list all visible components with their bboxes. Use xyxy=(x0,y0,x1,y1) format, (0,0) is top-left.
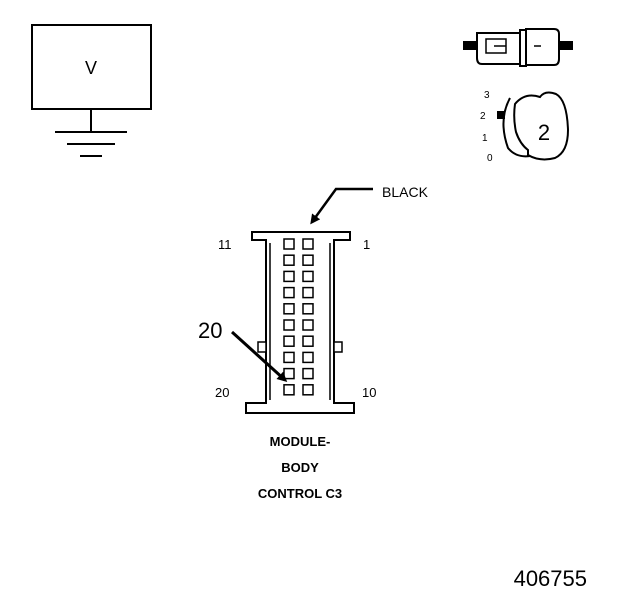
pin-cavity xyxy=(302,367,314,380)
pin-cavity xyxy=(283,335,295,347)
pin-cavity xyxy=(302,254,314,266)
pin-cavity xyxy=(302,238,314,250)
connector-body xyxy=(245,231,355,414)
figure-number: 406755 xyxy=(514,566,587,591)
pin-cavity xyxy=(283,270,295,283)
pin-label-top-right: 1 xyxy=(363,237,370,252)
pin-cavity xyxy=(302,303,314,315)
pin-cavity xyxy=(302,384,314,396)
connector-side-view-icon xyxy=(463,28,573,67)
connector-name-line-1: MODULE- xyxy=(270,434,331,449)
pin-cavity xyxy=(283,254,295,266)
switch-position-1: 1 xyxy=(482,133,488,144)
ground-symbol-icon xyxy=(55,131,127,157)
selector-switch-icon: 3 2 1 0 2 xyxy=(480,90,570,164)
pin-label-bottom-left: 20 xyxy=(215,385,229,400)
pin-cavity-grid xyxy=(283,238,314,396)
pin-cavity xyxy=(302,270,314,283)
switch-position-3: 3 xyxy=(484,90,490,101)
connector-name-line-3: CONTROL C3 xyxy=(258,486,342,501)
indicated-pin-label: 20 xyxy=(198,318,222,343)
switch-position-0: 0 xyxy=(487,153,493,164)
pin-cavity xyxy=(283,286,295,299)
switch-position-2: 2 xyxy=(480,111,486,122)
pin-cavity xyxy=(302,351,314,364)
pin-cavity xyxy=(302,319,314,331)
voltmeter-symbol: V xyxy=(85,58,97,78)
voltmeter: V xyxy=(31,24,152,157)
switch-selected-position: 2 xyxy=(538,120,550,145)
indicated-pin-callout: 20 xyxy=(198,318,288,383)
color-callout: BLACK xyxy=(310,184,429,225)
pin-cavity xyxy=(283,367,295,380)
pin-label-top-left: 11 xyxy=(218,237,232,252)
pin-cavity xyxy=(283,351,295,364)
pin-cavity xyxy=(283,238,295,250)
pin-cavity xyxy=(302,335,314,347)
pin-cavity xyxy=(302,286,314,299)
connector-color-label: BLACK xyxy=(382,184,429,200)
pin-cavity xyxy=(283,303,295,315)
pin-cavity xyxy=(283,319,295,331)
pin-cavity xyxy=(283,384,295,396)
connector-name-line-2: BODY xyxy=(281,460,319,475)
pin-label-bottom-right: 10 xyxy=(362,385,376,400)
